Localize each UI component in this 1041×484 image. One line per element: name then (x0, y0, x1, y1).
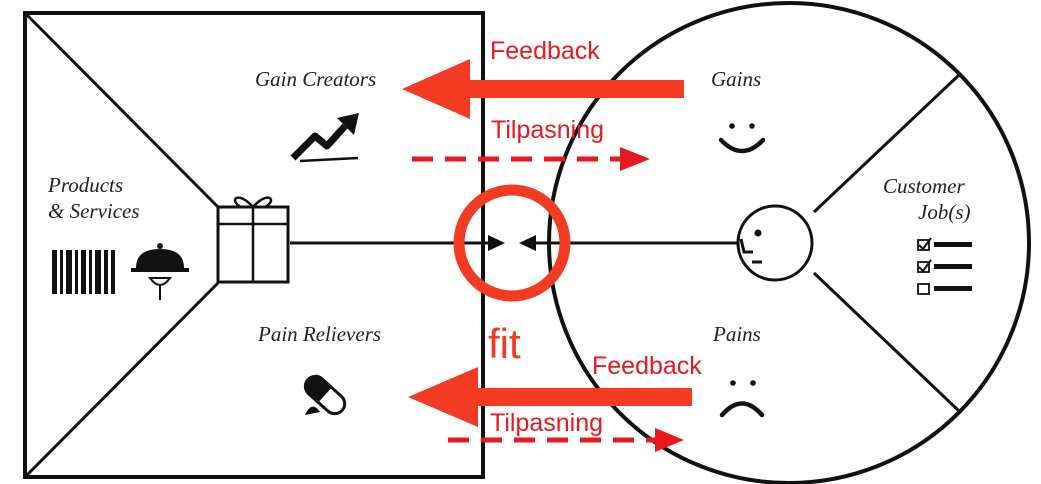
value-map-diagonal-top (25, 13, 220, 209)
checklist-icon (917, 237, 972, 295)
frown-icon (719, 380, 765, 418)
value-map: Products & Services Gain Creators (23, 11, 497, 479)
value-map-diagonal-bottom (25, 281, 220, 477)
tilpasning-label-top: Tilpasning (491, 116, 604, 144)
feedback-arrow-bottom (408, 367, 692, 427)
feedback-label-bottom: Feedback (592, 352, 702, 380)
customer-jobs-label-line2: Job(s) (918, 200, 970, 224)
fit-circle (453, 184, 571, 302)
gift-icon (216, 196, 290, 284)
customer-profile-spoke-bottom (812, 271, 961, 413)
gain-creators-label: Gain Creators (255, 67, 376, 91)
customer-profile: Gains Pains Customer Job(s) (535, 1, 1031, 484)
fit-arrow-right-icon (519, 235, 536, 251)
pain-relievers-label: Pain Relievers (257, 322, 381, 346)
smiley-icon (718, 123, 766, 154)
value-map-square (23, 11, 485, 479)
tilpasning-arrow-top (412, 147, 650, 171)
customer-profile-spoke-top (812, 73, 961, 214)
fit-arrow-left-icon (488, 235, 505, 251)
customer-face-icon (736, 204, 814, 282)
gains-label: Gains (711, 67, 761, 91)
pill-icon (303, 374, 347, 416)
products-services-label-line1: Products (47, 173, 123, 197)
customer-jobs-label-line1: Customer (883, 174, 966, 198)
fit-label: fit (488, 320, 521, 367)
barcode-icon (52, 250, 115, 294)
tilpasning-arrow-bottom (448, 428, 684, 452)
tilpasning-label-bottom: Tilpasning (490, 409, 603, 437)
feedback-arrow-top (402, 59, 684, 119)
feedback-label-top: Feedback (490, 37, 600, 65)
fit-marker: fit (453, 184, 571, 367)
products-services-label-line2: & Services (48, 199, 140, 223)
pains-label: Pains (712, 322, 761, 346)
trend-chart-icon (290, 113, 359, 163)
cloche-icon (131, 243, 189, 300)
